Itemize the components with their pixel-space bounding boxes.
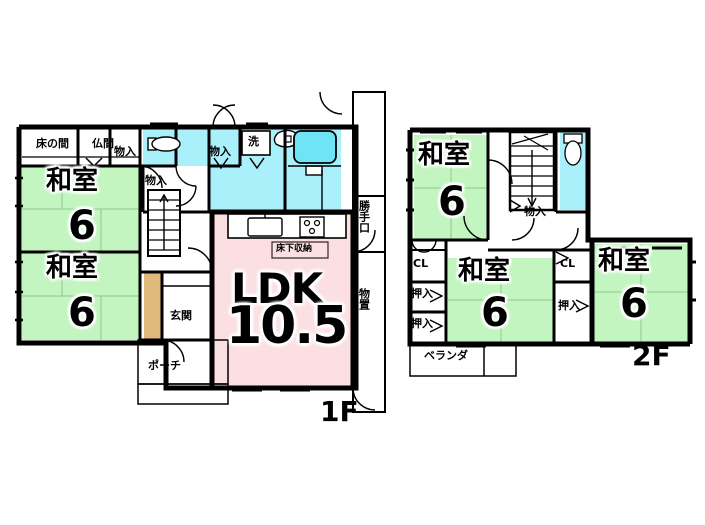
label-porch: ポーチ [148, 359, 181, 372]
label-cl-right: CL [560, 257, 576, 270]
floor-tag-2f: 2F [632, 339, 671, 372]
cl-fold-doors-2f [411, 239, 590, 333]
tatami-seams-2 [22, 252, 140, 340]
room-name-text: 和室 [598, 246, 651, 276]
room-size-text: 6 [68, 290, 96, 336]
entrance-walls [140, 270, 212, 342]
room-name-text: 和室 [46, 253, 99, 283]
ldk-boundary [209, 209, 356, 391]
label-butsuma: 仏間 [92, 137, 114, 150]
room-size-text: 6 [481, 290, 509, 336]
top-closet-strip [19, 127, 142, 343]
label-veranda: ベランダ [424, 349, 468, 362]
room-name-text: 和室 [46, 166, 99, 196]
label-katteguchi: 勝手口 [357, 200, 371, 233]
label-monoire-1: 物入 [114, 145, 136, 158]
door-arcs-1f [139, 91, 376, 411]
bathtub-icon [288, 130, 341, 212]
tatami-seams-2f-a [414, 135, 488, 240]
tatami-seams-2f-c [592, 244, 690, 342]
veranda-outline [409, 343, 517, 377]
label-genkan: 玄関 [170, 309, 192, 322]
butsuma-door [85, 157, 103, 168]
tatami-seams-2f-b [448, 258, 554, 342]
floor1-group [15, 91, 386, 413]
label-cl-left: CL [413, 257, 429, 270]
label-tokonoma: 床の間 [36, 137, 69, 150]
label-sen: 洗 [248, 135, 259, 148]
room-size-text: 6 [438, 179, 466, 225]
storage-2f-fold-marker [509, 199, 522, 213]
label-monooki: 物置 [357, 288, 371, 310]
toilet-2f-icon [563, 133, 583, 166]
room-size-text: 6 [68, 203, 96, 249]
window-ticks-left [15, 176, 23, 322]
floor2-group [406, 127, 696, 377]
entrance-step-fill [144, 272, 162, 340]
room-size-text: 6 [620, 281, 648, 327]
label-yukashita-shuno: 床下収納 [276, 244, 313, 254]
room-name-text: 和室 [458, 256, 511, 286]
label-oshiire-left-2: 押入 [411, 317, 433, 330]
floor-tag-1f: 1F [320, 395, 359, 428]
label-oshiire-left-1: 押入 [411, 287, 433, 300]
ldk-size-text: 10.5 [226, 296, 348, 356]
ldk-fill [212, 212, 353, 388]
kitchen-counter [227, 213, 347, 239]
washer-box [241, 130, 271, 156]
label-monoire-2f: 物入 [524, 205, 546, 218]
underfloor-storage-box [271, 241, 329, 259]
ldk-name-text: LDK [231, 264, 323, 313]
toilet-1f-icon [147, 136, 181, 152]
stairs-2f [508, 130, 556, 212]
door-arcs-2f [463, 159, 579, 251]
tatami-seams-1 [22, 166, 140, 252]
closet-fold-doors-1f [213, 157, 265, 170]
closet-boxes-2f [409, 249, 593, 345]
window-ticks-2f [406, 127, 696, 348]
label-monoire-2: 物入 [145, 174, 167, 187]
stairs-1f [147, 189, 181, 257]
room-name-text: 和室 [418, 140, 471, 170]
label-monoire-3: 物入 [209, 145, 231, 158]
label-oshiire-right: 押入 [558, 299, 580, 312]
